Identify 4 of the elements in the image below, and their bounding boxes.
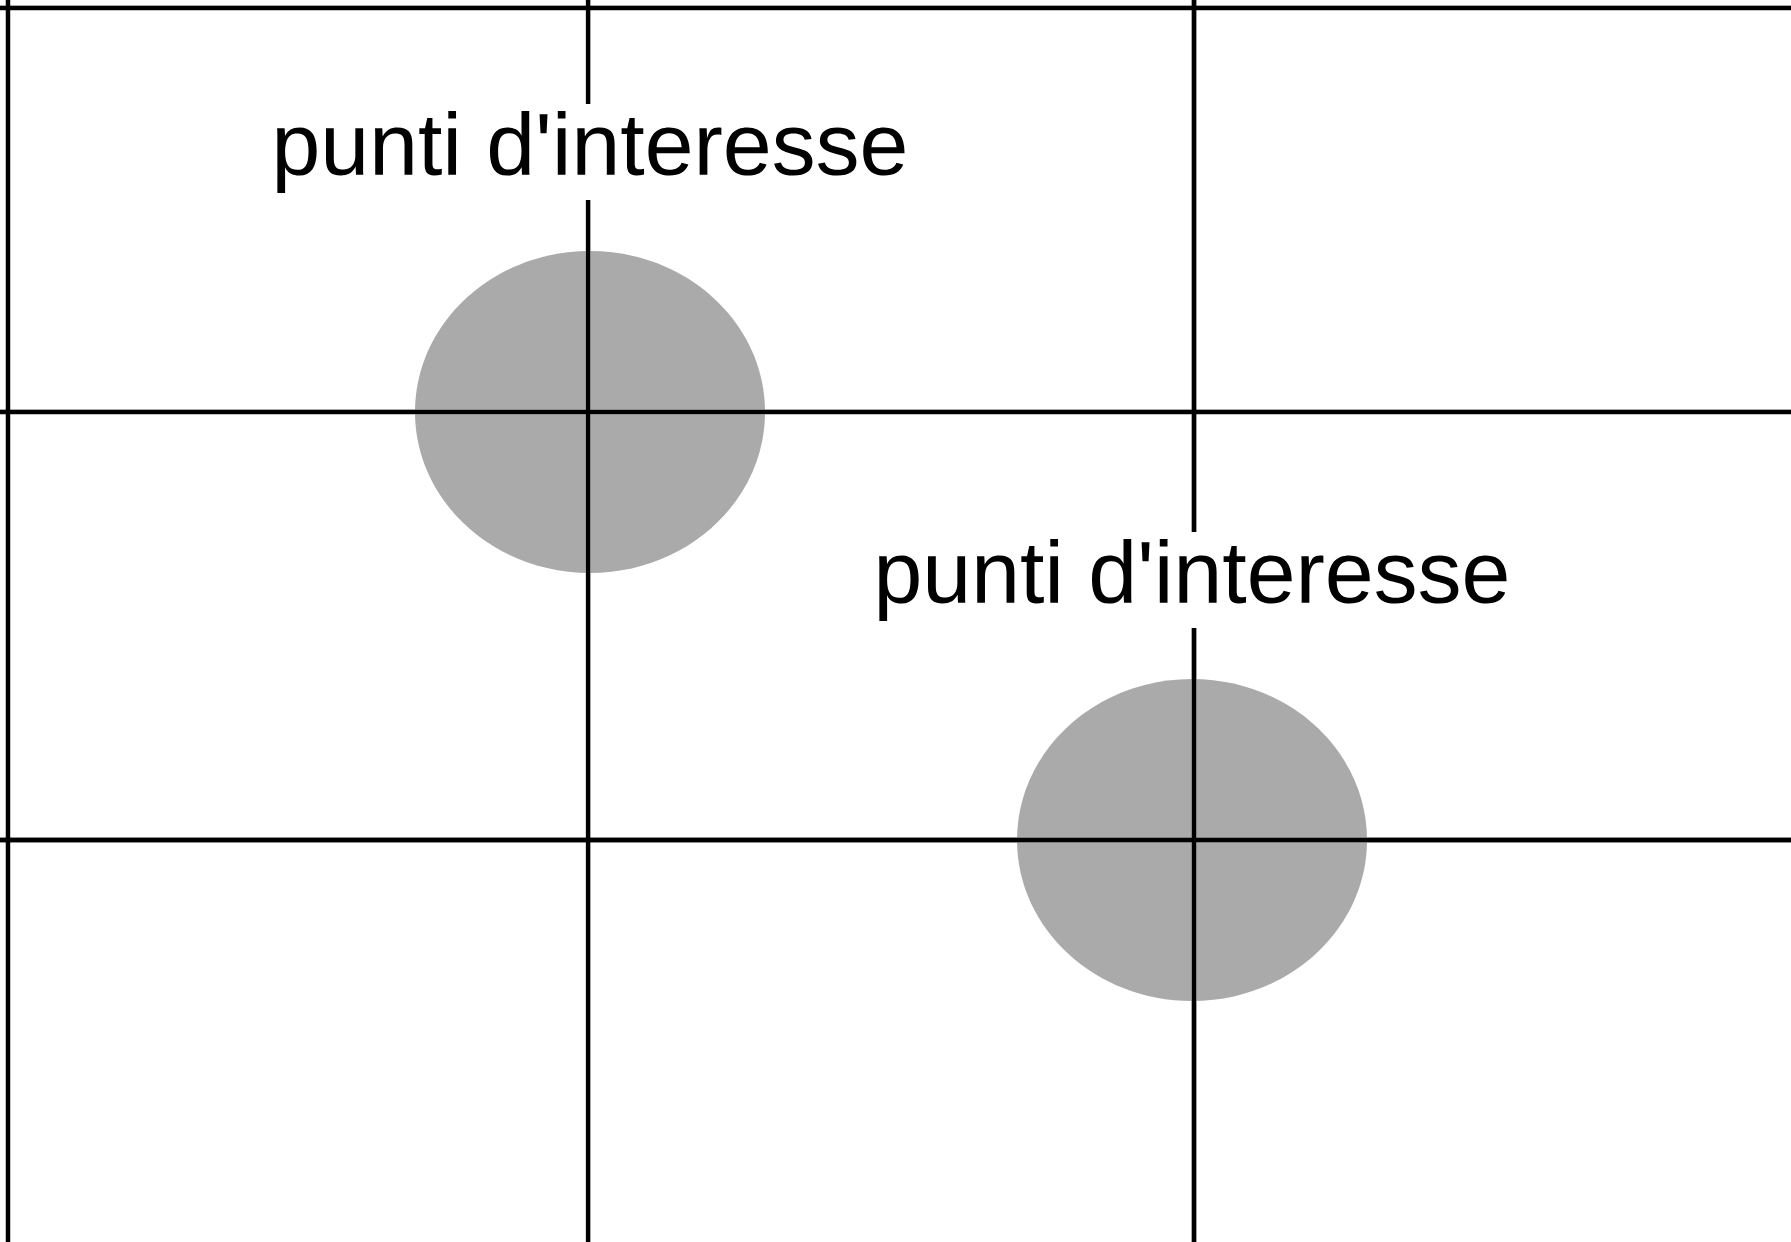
point-label: punti d'interesse — [264, 104, 916, 200]
point-label: punti d'interesse — [866, 532, 1518, 628]
point-of-interest-circle — [1017, 679, 1367, 1001]
point-of-interest-circle — [415, 251, 765, 573]
